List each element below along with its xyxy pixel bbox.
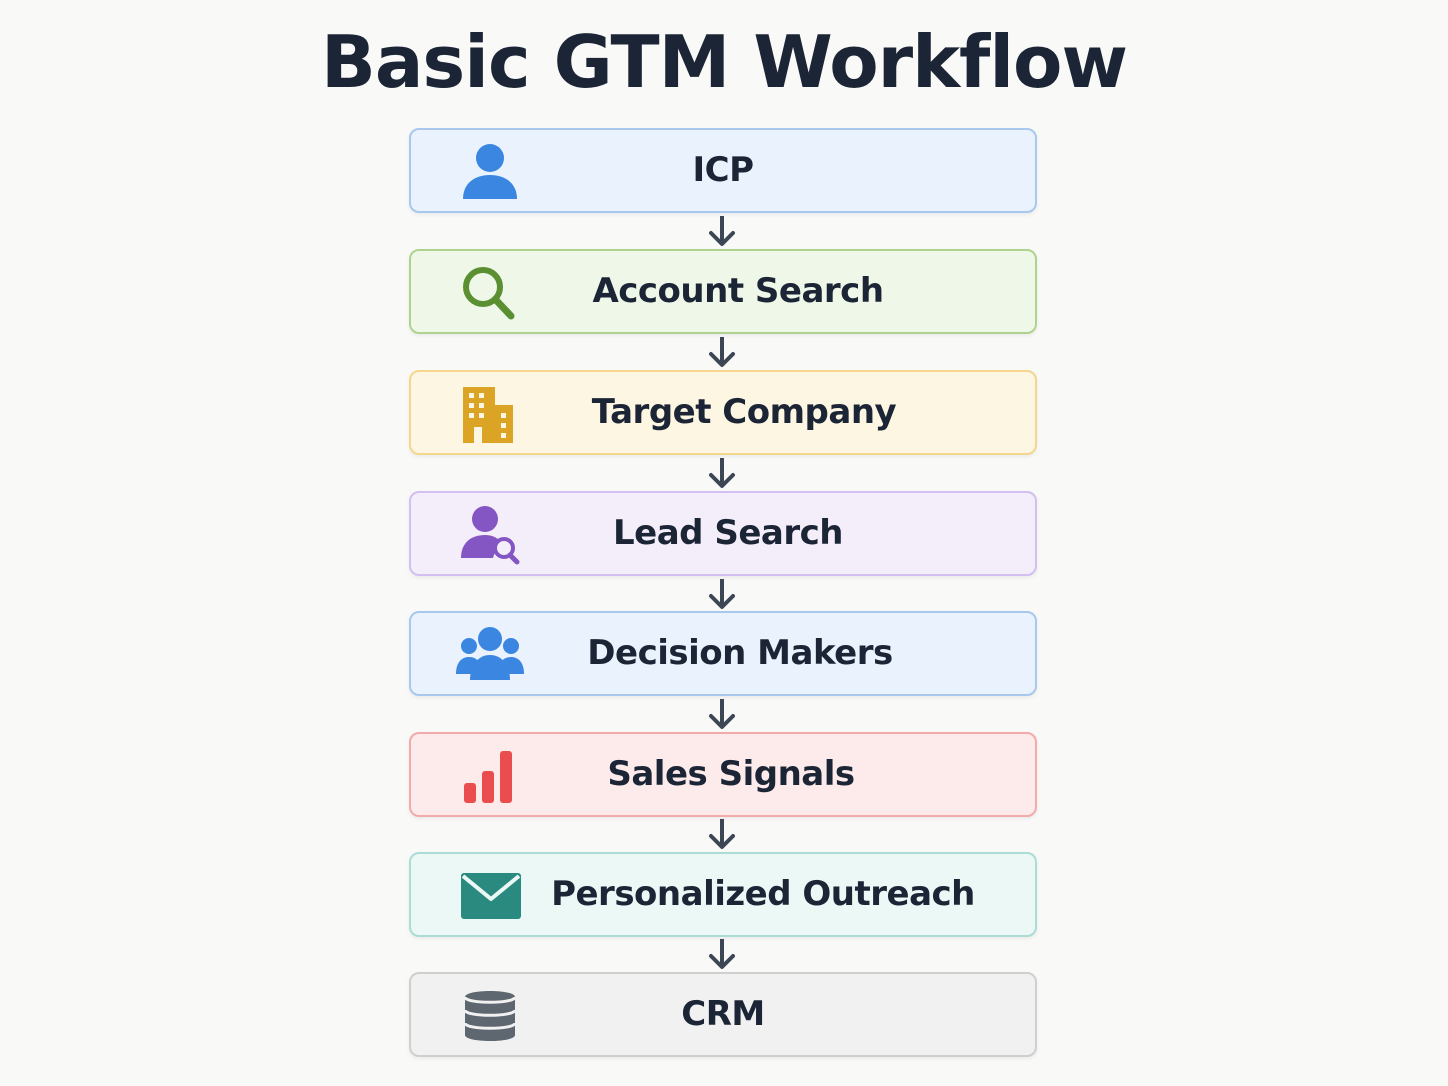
magnifier-icon <box>455 262 525 324</box>
step-label: Sales Signals <box>607 754 855 794</box>
step-account-search: Account Search <box>409 249 1037 334</box>
user-icon <box>455 141 525 203</box>
group-icon <box>455 624 525 686</box>
step-sales-signals: Sales Signals <box>409 732 1037 817</box>
arrow-down-icon <box>707 577 737 611</box>
step-decision-makers: Decision Makers <box>409 611 1037 696</box>
step-target-company: Target Company <box>409 370 1037 455</box>
step-personalized-outreach: Personalized Outreach <box>409 852 1037 937</box>
step-label: ICP <box>692 150 754 190</box>
bar-chart-icon <box>455 745 525 807</box>
arrow-down-icon <box>707 817 737 851</box>
arrow-down-icon <box>707 697 737 731</box>
step-crm: CRM <box>409 972 1037 1057</box>
step-lead-search: Lead Search <box>409 491 1037 576</box>
arrow-down-icon <box>707 937 737 971</box>
arrow-down-icon <box>707 456 737 490</box>
diagram-title: Basic GTM Workflow <box>320 20 1128 104</box>
step-label: CRM <box>681 994 765 1034</box>
envelope-icon <box>455 865 525 927</box>
step-label: Personalized Outreach <box>551 874 975 914</box>
step-label: Account Search <box>592 271 884 311</box>
building-icon <box>455 383 525 445</box>
database-icon <box>455 985 525 1047</box>
arrow-down-icon <box>707 335 737 369</box>
step-label: Decision Makers <box>587 633 893 673</box>
arrow-down-icon <box>707 214 737 248</box>
step-label: Lead Search <box>613 513 843 553</box>
user-search-icon <box>455 504 525 566</box>
step-icp: ICP <box>409 128 1037 213</box>
step-label: Target Company <box>591 392 897 432</box>
